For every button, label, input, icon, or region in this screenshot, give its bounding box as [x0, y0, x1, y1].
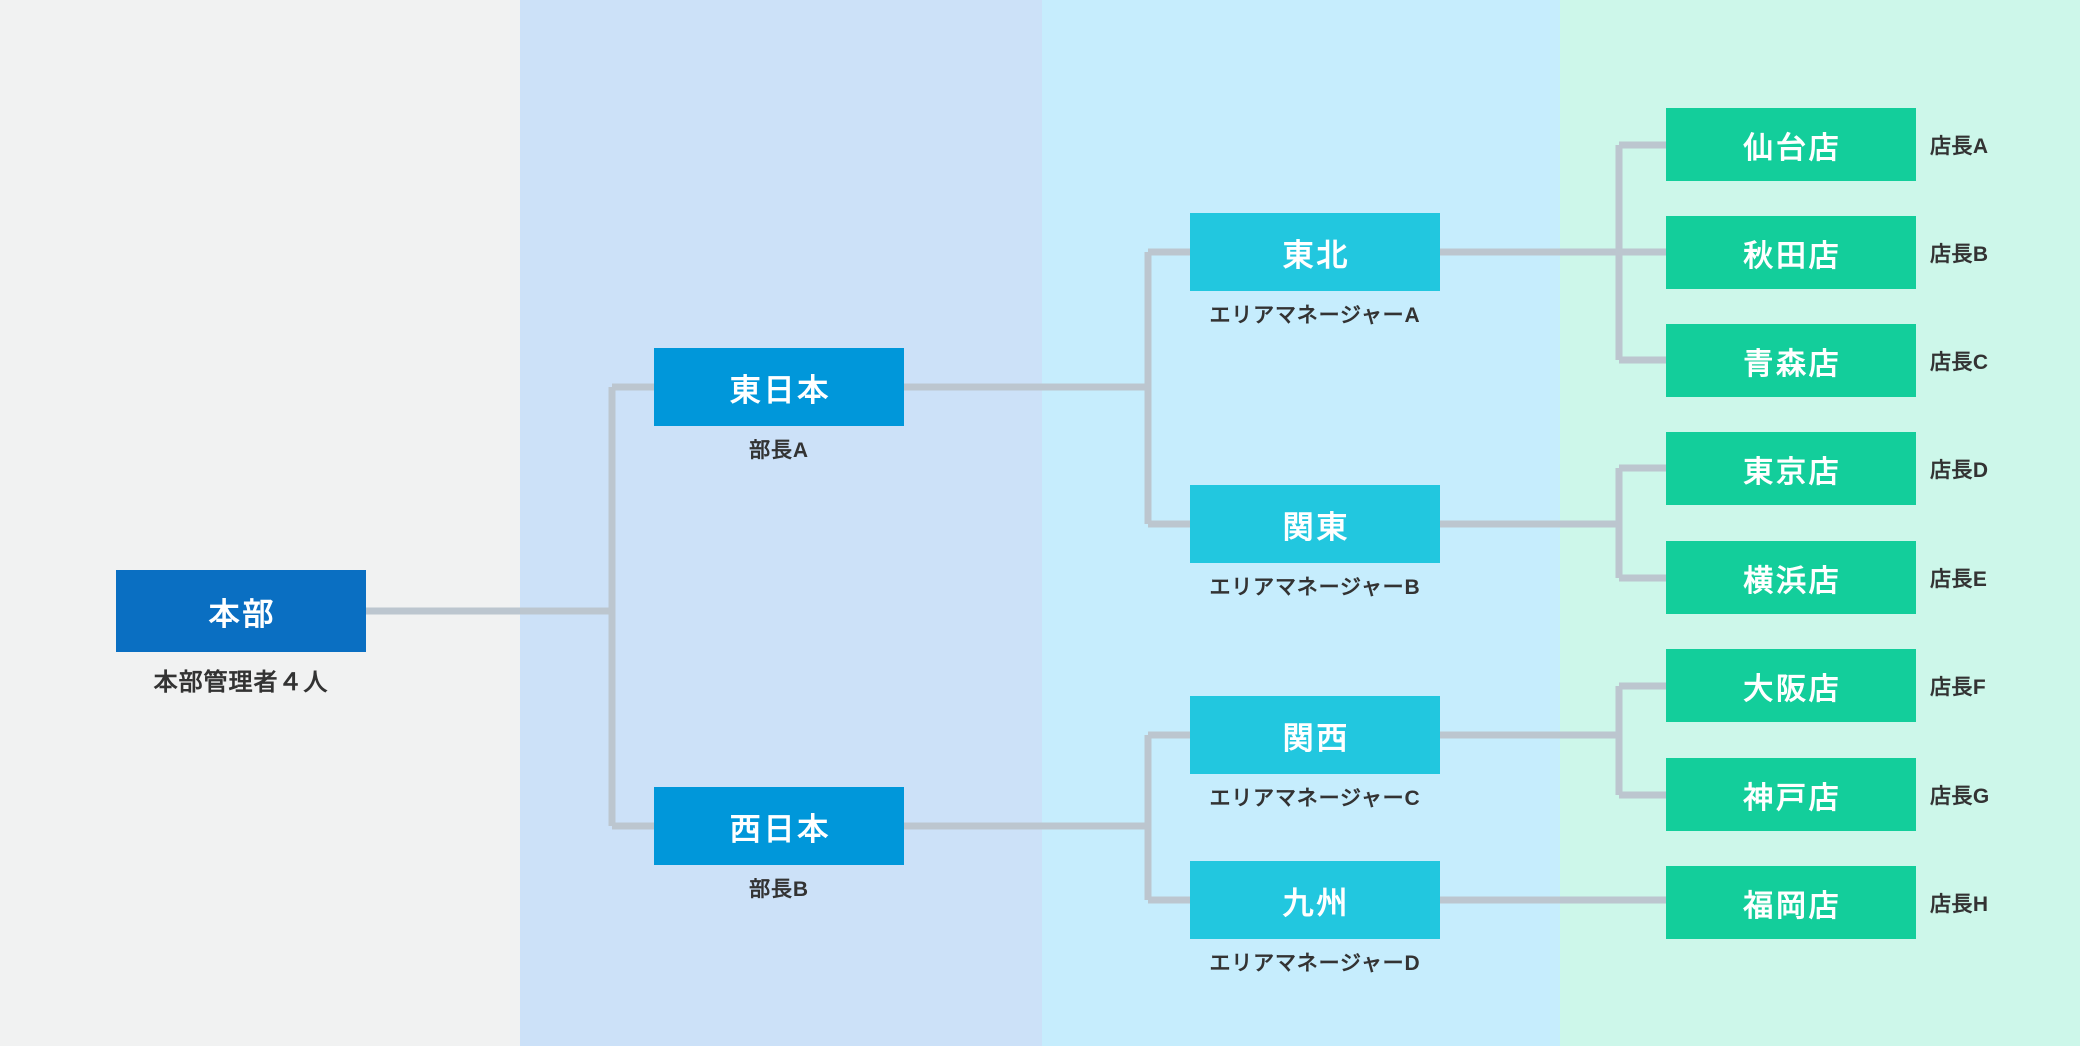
node-store-yokohama[interactable]: 横浜店	[1666, 541, 1916, 614]
caption-area-kanto: エリアマネージャーB	[1209, 576, 1421, 599]
node-area-kyushu-label: 九州	[1282, 885, 1351, 921]
node-store-osaka-label: 大阪店	[1743, 672, 1842, 706]
node-area-kanto-label: 関東	[1282, 509, 1351, 545]
node-division-east[interactable]: 東日本	[654, 348, 904, 426]
caption-division-east: 部長A	[749, 439, 809, 462]
node-store-kobe-label: 神戸店	[1743, 781, 1842, 815]
node-headquarters-label: 本部	[208, 596, 277, 632]
caption-headquarters: 本部管理者４人	[153, 669, 329, 696]
node-store-sendai[interactable]: 仙台店	[1666, 108, 1916, 181]
caption-store-kobe: 店長G	[1930, 784, 1990, 808]
node-store-sendai-label: 仙台店	[1743, 131, 1842, 165]
node-division-west[interactable]: 西日本	[654, 787, 904, 865]
caption-store-fukuoka: 店長H	[1930, 892, 1989, 916]
caption-store-akita: 店長B	[1930, 242, 1989, 266]
caption-area-kyushu: エリアマネージャーD	[1209, 952, 1421, 975]
caption-area-tohoku: エリアマネージャーA	[1209, 304, 1421, 327]
caption-store-osaka: 店長F	[1930, 675, 1987, 699]
node-store-fukuoka-label: 福岡店	[1743, 889, 1842, 923]
node-store-tokyo[interactable]: 東京店	[1666, 432, 1916, 505]
node-store-akita[interactable]: 秋田店	[1666, 216, 1916, 289]
node-store-tokyo-label: 東京店	[1743, 455, 1842, 489]
node-area-kansai-label: 関西	[1282, 720, 1351, 756]
node-headquarters[interactable]: 本部	[116, 570, 366, 652]
caption-area-kansai: エリアマネージャーC	[1209, 787, 1421, 810]
node-division-east-label: 東日本	[729, 372, 832, 408]
caption-store-tokyo: 店長D	[1930, 458, 1989, 482]
caption-division-west: 部長B	[749, 878, 809, 901]
node-store-aomori[interactable]: 青森店	[1666, 324, 1916, 397]
node-area-tohoku-label: 東北	[1282, 237, 1351, 273]
band-division	[520, 0, 1042, 1046]
node-store-fukuoka[interactable]: 福岡店	[1666, 866, 1916, 939]
caption-store-yokohama: 店長E	[1930, 567, 1988, 591]
caption-store-aomori: 店長C	[1930, 350, 1989, 374]
node-store-osaka[interactable]: 大阪店	[1666, 649, 1916, 722]
node-store-kobe[interactable]: 神戸店	[1666, 758, 1916, 831]
band-headquarters	[0, 0, 520, 1046]
node-area-kansai[interactable]: 関西	[1190, 696, 1440, 774]
node-area-tohoku[interactable]: 東北	[1190, 213, 1440, 291]
node-area-kyushu[interactable]: 九州	[1190, 861, 1440, 939]
caption-store-sendai: 店長A	[1930, 134, 1989, 158]
node-division-west-label: 西日本	[729, 811, 832, 847]
node-store-yokohama-label: 横浜店	[1743, 564, 1842, 598]
node-area-kanto[interactable]: 関東	[1190, 485, 1440, 563]
node-store-akita-label: 秋田店	[1743, 239, 1842, 273]
node-store-aomori-label: 青森店	[1743, 347, 1842, 381]
